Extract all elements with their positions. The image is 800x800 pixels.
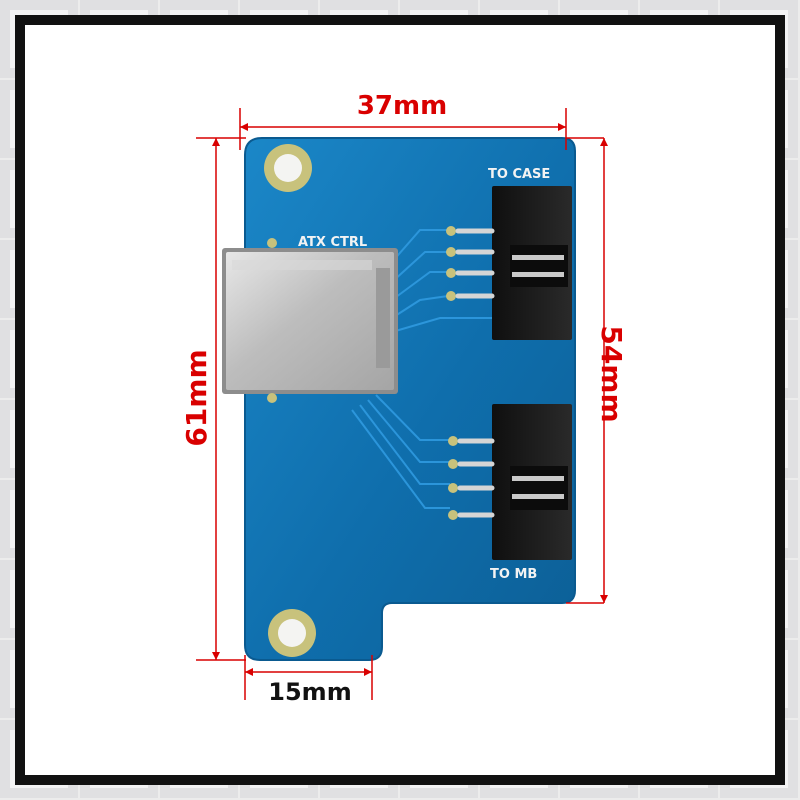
mounting-hole-bottom (268, 609, 316, 657)
to-mb-label: TO MB (490, 567, 537, 582)
bottom-width-dimension-label: 15mm (268, 678, 351, 706)
to-case-label: TO CASE (488, 167, 550, 182)
frame-border (15, 15, 785, 785)
bottom-pin-header (448, 404, 572, 560)
mounting-hole-top (264, 144, 312, 192)
width-dimension-label: 37mm (357, 91, 447, 121)
atx-ctrl-label: ATX CTRL (298, 235, 367, 250)
pcb-traces (351, 229, 500, 509)
height-dimension-label: 61mm (180, 349, 213, 446)
dimension-arrowheads (212, 123, 608, 676)
rj45-jack (222, 238, 398, 403)
right-height-dimension-label: 54mm (595, 325, 628, 422)
top-pin-header (446, 186, 572, 340)
dimension-lines (196, 108, 605, 700)
